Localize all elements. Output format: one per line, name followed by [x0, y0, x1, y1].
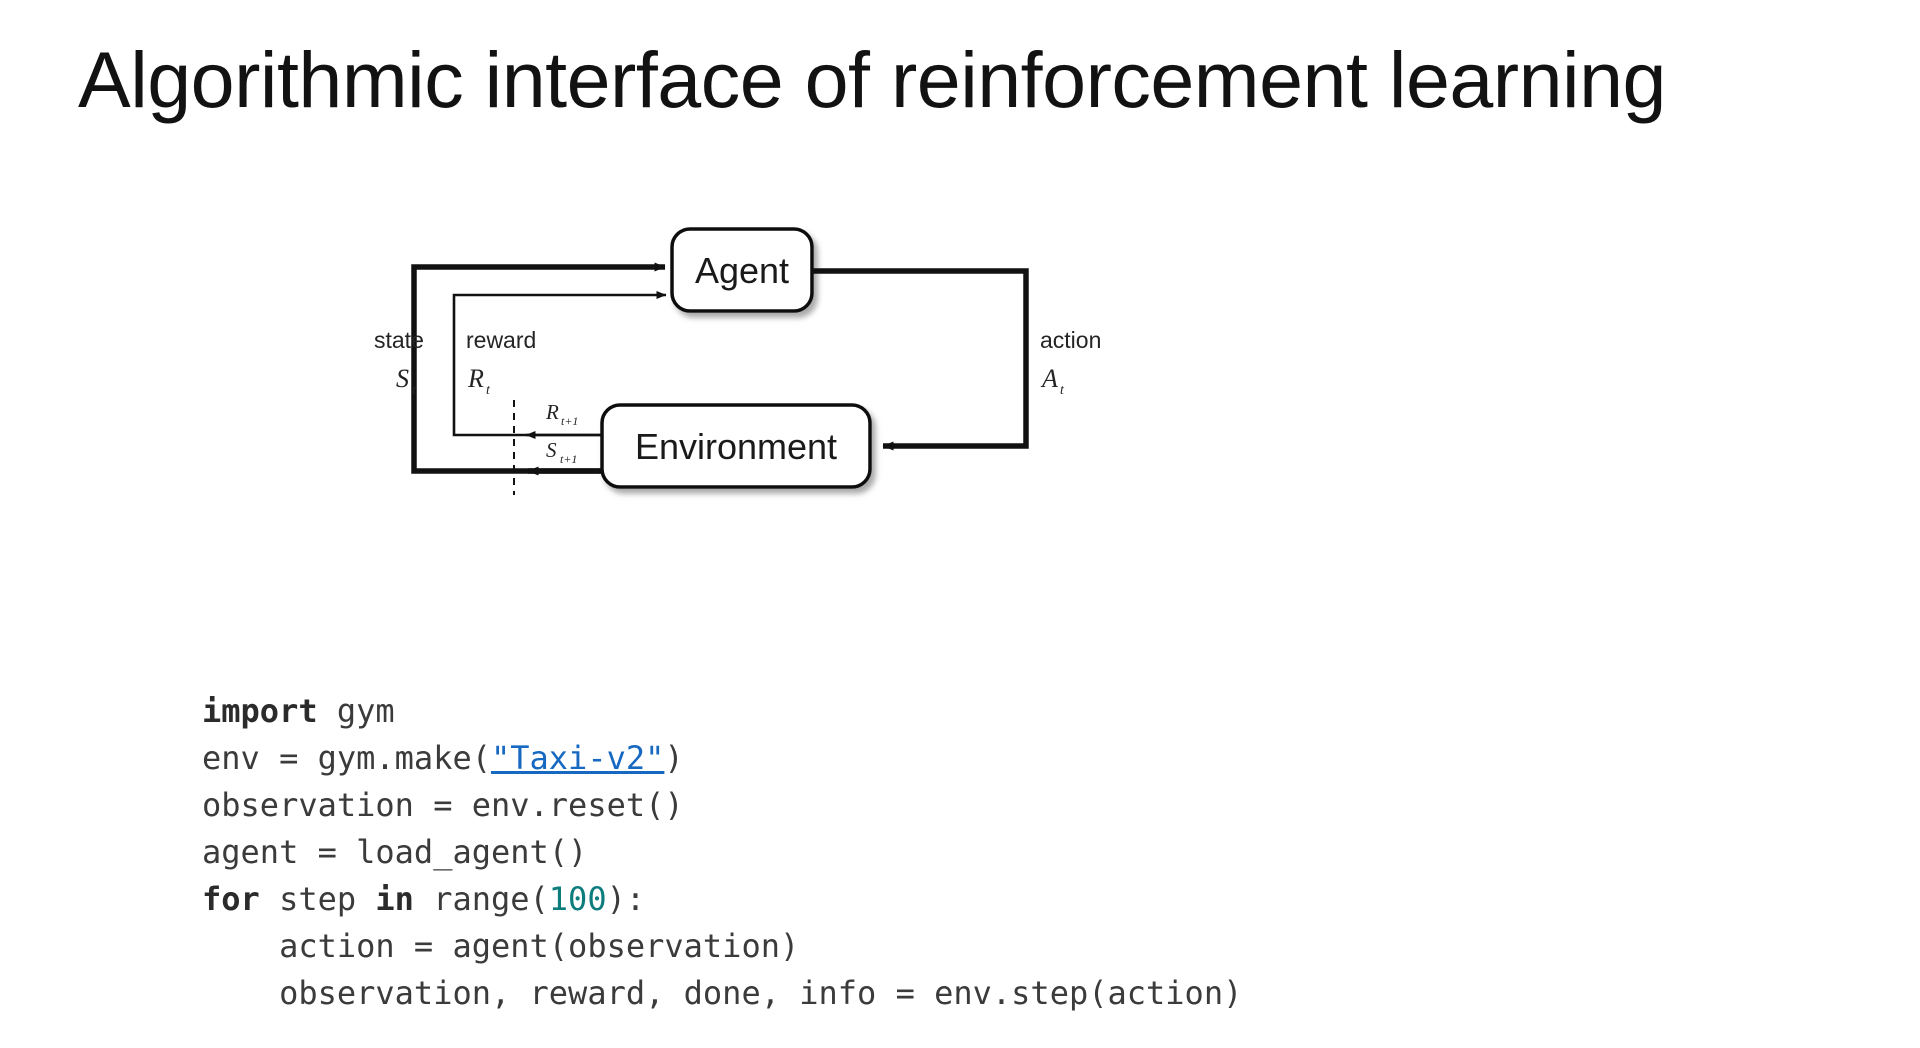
code-line: for step in range(100):: [202, 876, 1242, 923]
action-subscript: t: [1060, 383, 1065, 398]
action-label-group: action A t: [1040, 327, 1101, 398]
code-hyperlink-taxi-v2[interactable]: "Taxi-v2": [490, 739, 665, 777]
next-state-label-group: S t+1: [546, 438, 577, 466]
reward-symbol: R: [467, 364, 484, 393]
environment-node: Environment: [600, 403, 872, 489]
code-text: action = agent(observation): [202, 927, 800, 965]
rl-loop-diagram: Agent Environment state S t reward R t: [374, 205, 1280, 535]
state-label-group: state S t: [374, 327, 424, 398]
environment-node-shape: [600, 403, 872, 489]
next-state-subscript: t+1: [560, 452, 577, 466]
code-line: agent = load_agent(): [202, 829, 1242, 876]
code-text: gym: [317, 692, 395, 730]
code-line: import gym: [202, 688, 1242, 735]
code-keyword: import: [202, 692, 318, 730]
code-text: observation, reward, done, info = env.st…: [202, 974, 1243, 1012]
next-reward-symbol: R: [545, 400, 559, 424]
state-feedback-path: [411, 262, 666, 474]
state-subscript: t: [412, 383, 417, 398]
reward-label-group: reward R t: [466, 327, 536, 398]
reward-label: reward: [466, 327, 536, 353]
code-line: observation, reward, done, info = env.st…: [202, 970, 1242, 1017]
state-symbol: S: [396, 364, 409, 393]
action-symbol: A: [1040, 364, 1058, 393]
next-reward-label-group: R t+1: [545, 400, 578, 428]
code-number: 100: [548, 880, 607, 918]
code-text: env = gym.make(: [202, 739, 491, 777]
code-keyword: in: [375, 880, 414, 918]
action-label: action: [1040, 327, 1101, 353]
state-label: state: [374, 327, 424, 353]
code-text: observation = env.reset(): [202, 786, 684, 824]
code-line: env = gym.make("Taxi-v2"): [202, 735, 1242, 782]
agent-node: Agent: [670, 227, 814, 313]
code-text: step: [259, 880, 376, 918]
code-keyword: for: [202, 880, 260, 918]
code-text: ):: [606, 880, 646, 918]
code-text: agent = load_agent(): [202, 833, 588, 871]
code-line: action = agent(observation): [202, 923, 1242, 970]
code-line: observation = env.reset(): [202, 782, 1242, 829]
code-text: range(: [413, 880, 549, 918]
code-text: ): [664, 739, 684, 777]
agent-node-label: Agent: [695, 250, 789, 291]
environment-node-label: Environment: [635, 426, 837, 467]
next-state-symbol: S: [546, 438, 557, 462]
next-reward-subscript: t+1: [561, 414, 578, 428]
page-title: Algorithmic interface of reinforcement l…: [78, 35, 1666, 124]
reward-subscript: t: [486, 383, 491, 398]
action-path: [812, 268, 1029, 451]
